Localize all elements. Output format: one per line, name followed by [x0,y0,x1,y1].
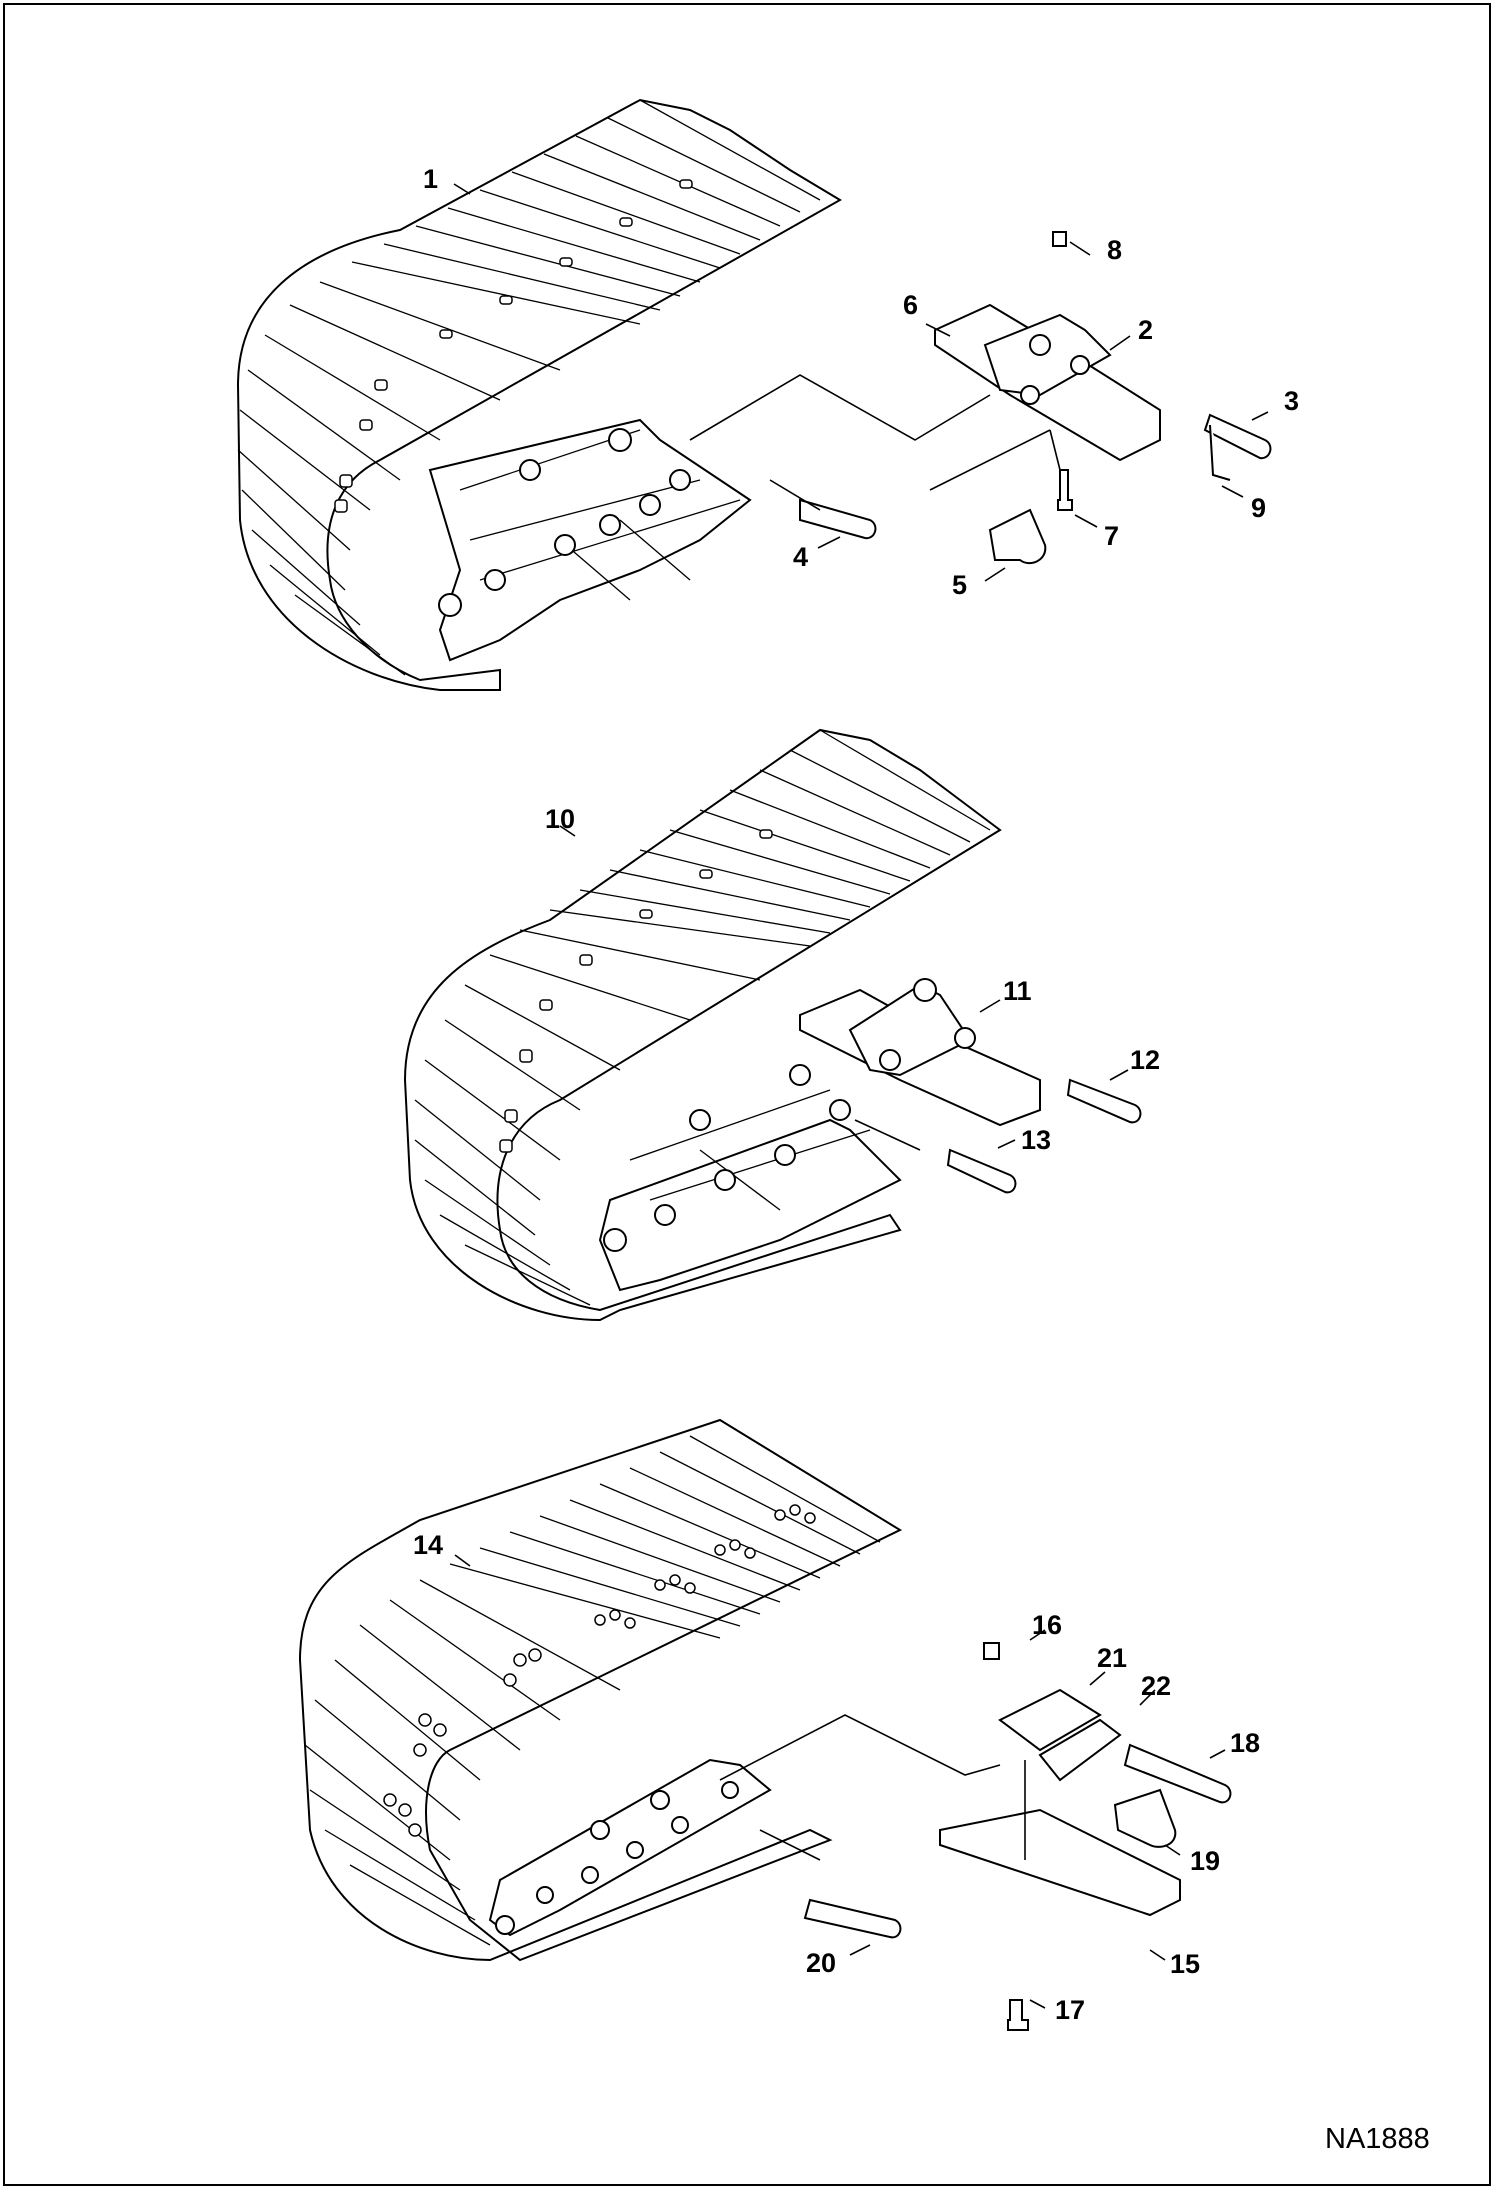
callout-13: 13 [1021,1125,1051,1155]
master-pin-part [1123,1743,1232,1804]
callout-10: 10 [545,804,575,834]
callout-3: 3 [1284,386,1299,416]
bushing-part [1113,1788,1177,1848]
master-pin-part [1066,1078,1142,1124]
callout-17: 17 [1055,1995,1085,2025]
bolt-part [1057,469,1073,511]
callout-9: 9 [1251,493,1266,523]
callout-11: 11 [1003,976,1032,1006]
bolt-part [1007,1999,1029,2031]
callout-8: 8 [1107,235,1122,265]
callout-2: 2 [1138,315,1153,345]
master-pin-part [1203,413,1272,460]
nut-part [1052,231,1067,247]
track-assembly-bottom [298,1418,1232,2031]
track-assembly-middle [403,728,1142,1322]
callout-19: 19 [1190,1846,1220,1876]
callout-6: 6 [903,290,918,320]
retainer-part [1209,424,1231,481]
callout-12: 12 [1130,1045,1160,1075]
figure-reference: NA1888 [1325,2123,1430,2155]
callout-15: 15 [1170,1949,1200,1979]
callout-18: 18 [1230,1728,1260,1758]
callout-22: 22 [1141,1671,1171,1701]
callout-labels: 1 2 3 4 5 6 7 8 9 10 11 12 13 14 15 16 1… [413,164,1299,2025]
callout-16: 16 [1032,1610,1062,1640]
callout-1: 1 [423,164,438,194]
callout-4: 4 [793,542,808,572]
pin-part [803,1898,902,1939]
pin-part [946,1148,1017,1194]
callout-7: 7 [1104,521,1119,551]
nut-part [983,1642,1000,1660]
pin-part [799,498,877,540]
figure-border [3,3,1491,2186]
callout-5: 5 [952,570,967,600]
callout-20: 20 [806,1948,836,1978]
bushing-part [988,508,1047,565]
callout-21: 21 [1097,1643,1127,1673]
track-shoe-part [939,1808,1181,1917]
callout-14: 14 [413,1530,443,1560]
track-assembly-top [236,98,1272,691]
